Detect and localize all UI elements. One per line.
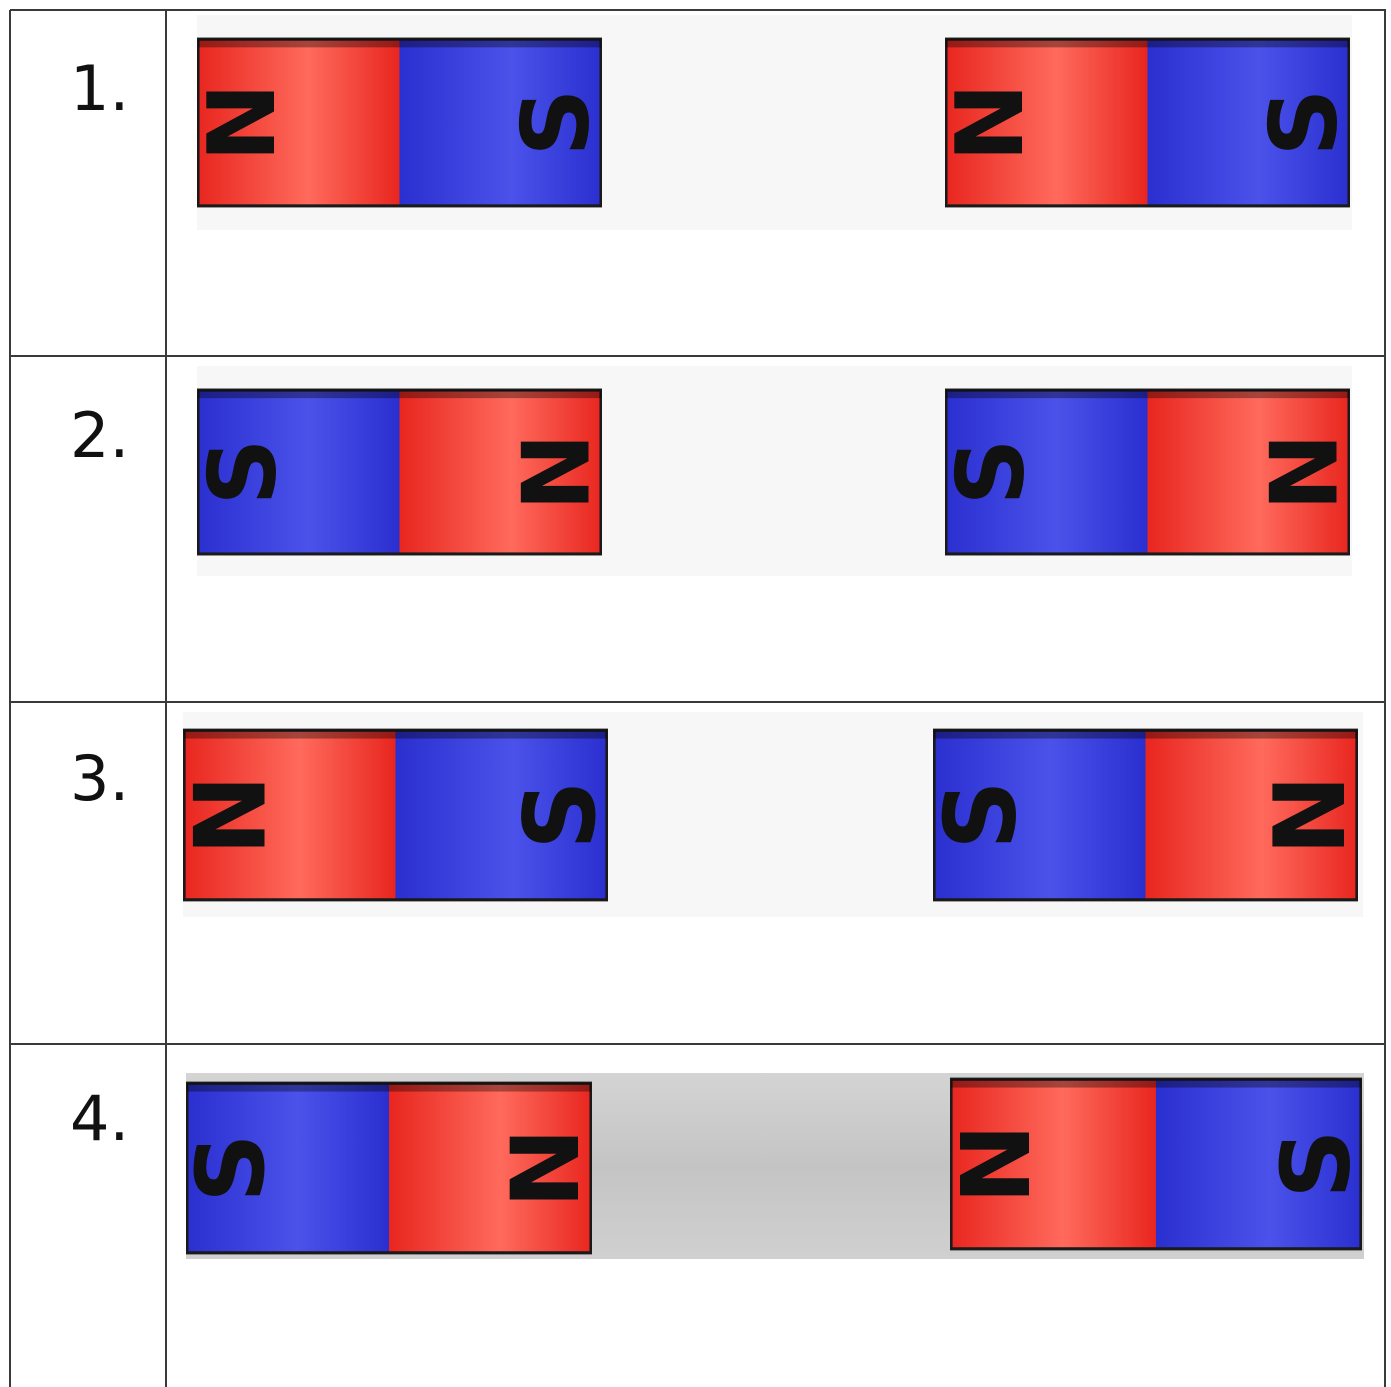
table-row-divider: [10, 1043, 1386, 1045]
table-column-divider: [165, 10, 167, 1387]
magnet-bevel: [934, 730, 1357, 738]
south-pole-label: S: [503, 780, 608, 849]
south-pole-label: S: [1250, 88, 1350, 156]
table-row-divider: [10, 701, 1386, 703]
north-pole-label: N: [1253, 775, 1358, 856]
south-pole-label: S: [1260, 1129, 1362, 1198]
magnet-bevel: [946, 39, 1349, 47]
magnet-bevel: [187, 1083, 591, 1091]
row-number-3: 3.: [70, 748, 129, 810]
north-pole-label: N: [950, 1124, 1052, 1205]
row-number-2: 2.: [70, 405, 129, 467]
south-pole-label: S: [197, 438, 297, 505]
south-pole-label: S: [945, 438, 1045, 505]
table-border-top: [10, 9, 1386, 11]
magnet-bevel: [184, 730, 607, 738]
north-pole-label: N: [492, 1128, 592, 1209]
magnet-bevel: [951, 1079, 1361, 1087]
south-pole-label: S: [933, 780, 1038, 849]
north-pole-label: N: [1250, 433, 1350, 511]
north-pole-label: N: [197, 83, 297, 162]
north-pole-label: N: [945, 83, 1045, 162]
south-pole-label: S: [502, 88, 602, 156]
table-border-left: [9, 10, 11, 1387]
table-border-right: [1384, 10, 1386, 1387]
magnet-bevel: [946, 390, 1349, 398]
north-pole-label: N: [502, 433, 602, 511]
south-pole-label: S: [186, 1133, 286, 1202]
north-pole-label: N: [183, 775, 288, 856]
table-row-divider: [10, 355, 1386, 357]
row-number-4: 4.: [70, 1088, 129, 1150]
magnet-bevel: [198, 390, 601, 398]
row-number-1: 1.: [70, 58, 129, 120]
magnet-bevel: [198, 39, 601, 47]
